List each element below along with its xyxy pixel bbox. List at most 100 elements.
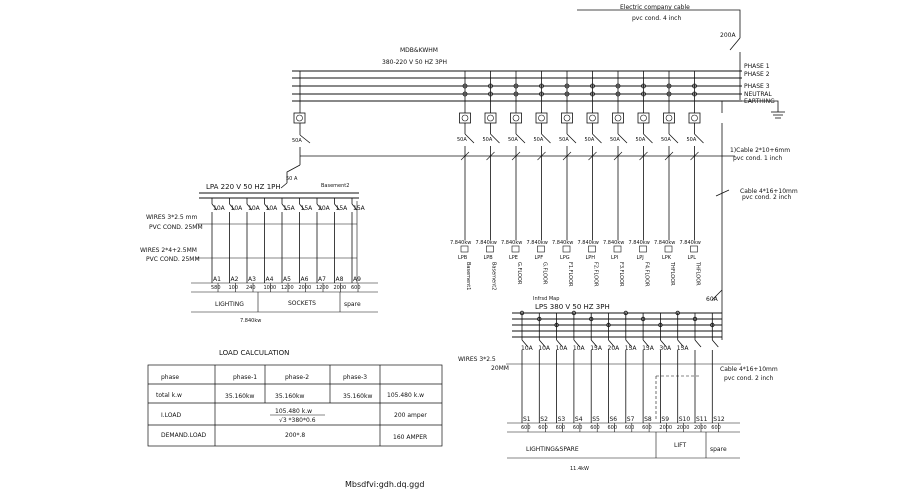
lps-circuit-label: S9	[661, 416, 669, 423]
lps-breaker-label: 15A	[642, 345, 655, 352]
lps-cable-label: Cable 4*16+10mm	[720, 366, 778, 373]
load-calc-header-phase3: phase-3	[343, 374, 367, 381]
supply-cable: Electric company cable pvc cond. 4 inch …	[577, 4, 741, 100]
feeder-breaker-label: 50A	[610, 137, 620, 143]
lpa-circuit-label: A1	[213, 276, 221, 283]
lps-incomer-label: 60A	[706, 296, 719, 303]
lps-breaker-label: 10A	[521, 345, 534, 352]
cable-2-conduit: pvc cond. 2 inch	[742, 194, 791, 201]
lps-circuit-load: 600	[521, 425, 531, 431]
lpa-location: Basement2	[321, 183, 349, 189]
lps-circuits: 10AS160010AS260010AS360010AS460015AS5600…	[519, 310, 725, 432]
feeder-breaker	[566, 133, 577, 144]
lpa-breaker-label: 15A	[353, 205, 366, 212]
lpa-circuit-label: A9	[353, 276, 361, 283]
lpa-circuit-load: 1000	[264, 285, 277, 291]
lps-circuit-label: S6	[610, 416, 618, 423]
feeder-panel-icon	[690, 245, 698, 253]
lps-circuit-label: S3	[558, 416, 566, 423]
lpa-circuit-6: 15A A6 2000	[299, 198, 314, 292]
lpa-circuits: 10AA158010AA210010AA324010AA4100015AA512…	[211, 198, 366, 292]
feeder-panel-icon	[511, 245, 520, 253]
feeder-panel-label: LPK	[662, 255, 672, 261]
feeder-panel-label: LPG	[560, 255, 570, 261]
lps-circuit-label: S10	[679, 416, 691, 423]
lps-circuit-load: 2000	[677, 425, 690, 431]
main-breaker-switch	[729, 37, 741, 51]
lps-breaker-label: 10A	[538, 345, 551, 352]
feeder-breaker-label: 50A	[457, 137, 467, 143]
drawing-caption: Mbsdfvi:gdh.dq.ggd	[345, 480, 424, 489]
mdb-feeders: 50A7.840kwLPBBasement150A7.840kwLPBBasem…	[450, 71, 704, 290]
feeder-breaker-label: 50A	[687, 137, 697, 143]
lpa-circuit-label: A6	[301, 276, 309, 283]
lps-breaker-label: 15A	[625, 345, 638, 352]
lps-circuit-label: S5	[592, 416, 600, 423]
load-calc-header-phase: phase	[161, 374, 179, 381]
feeder-breaker-label: 50A	[508, 137, 518, 143]
lpa-breaker-label: 10A	[248, 205, 261, 212]
lps-breaker	[642, 339, 650, 348]
feeder-location: G.FLOOR	[516, 262, 522, 285]
feeder-panel-label: LPL	[688, 255, 697, 261]
lpa-group-spare: spare	[344, 301, 361, 308]
lpa-circuit-load: 100	[229, 285, 239, 291]
lpa-group-lighting: LIGHTING	[215, 301, 244, 308]
load-calc-header-phase2: phase-2	[285, 374, 309, 381]
lpa-breaker-label: 10A	[231, 205, 244, 212]
load-calc-iload-value: 200 amper	[394, 412, 427, 419]
cable-1-conduit: pvc cond. 1 inch	[733, 155, 782, 162]
feeder-meter-icon	[612, 112, 624, 124]
lps-breaker	[556, 339, 563, 348]
feeder-breaker	[490, 133, 500, 144]
lps-breaker	[573, 339, 581, 348]
lpa-breaker-label: 15A	[301, 205, 314, 212]
lps-circuit-load: 600	[573, 425, 583, 431]
supply-cable-label: Electric company cable	[620, 4, 690, 11]
lps-breaker-label: 10A	[573, 345, 586, 352]
lpa-total: 7.840kw	[240, 318, 261, 324]
lpa-breaker	[264, 203, 270, 211]
feeder-breaker	[515, 133, 526, 144]
feeder-panel-icon	[537, 245, 545, 253]
lps-circuit-load: 600	[590, 425, 600, 431]
load-calc-demand-value: 160 AMPER	[393, 434, 427, 441]
lpa-circuit-load: 580	[211, 285, 221, 291]
lps-circuit-load: 600	[538, 425, 548, 431]
cable-2-label: Cable 4*16+10mm	[740, 188, 798, 195]
feeder-panel-icon	[460, 245, 469, 253]
lps-breaker	[660, 339, 667, 348]
bus-label-neutral: NEUTRAL	[744, 91, 772, 98]
lpa-circuit-label: A5	[283, 276, 291, 283]
feeder-panel-icon	[613, 245, 622, 253]
lps-breaker-label: 10A	[556, 345, 569, 352]
lpa-circuit-load: 2000	[299, 285, 312, 291]
feeder-breaker	[643, 133, 653, 144]
feeder-location: F4.FLOOR	[644, 262, 650, 287]
lps-breaker	[711, 339, 719, 348]
bus-label-phase1: PHASE 1	[744, 63, 770, 70]
load-calc-phase3-value: 35.160kw	[343, 393, 372, 400]
lpa-feeder-breaker-label: 50A	[292, 138, 302, 144]
feeder-load: 7.840kw	[654, 240, 675, 246]
feeder-breaker	[694, 133, 704, 144]
feeder-location: Basement2	[491, 262, 497, 290]
feeder-panel-label: LPE	[509, 255, 518, 261]
feeder-breaker	[617, 133, 628, 144]
feeder-panel-icon	[486, 245, 494, 253]
lps-wires-conduit: 20MM	[491, 365, 509, 372]
lps-circuit-label: S4	[575, 416, 583, 423]
lpa-title: LPA 220 V 50 HZ 1PH	[206, 183, 281, 191]
lpa-incomer-label: 50 A	[286, 176, 298, 182]
